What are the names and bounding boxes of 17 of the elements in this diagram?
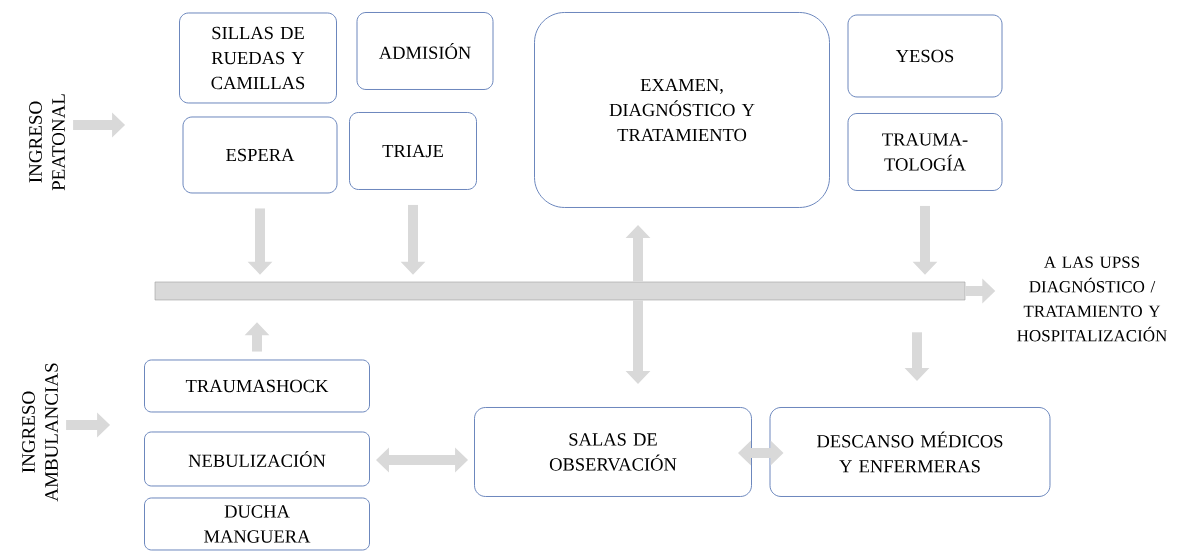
corridor-bar — [154, 281, 966, 301]
area-box: DESCANSO MÉDICOS Y ENFERMERAS — [769, 407, 1051, 497]
destination-label: A LAS UPSS DIAGNÓSTICO / TRATAMIENTO Y HOSPITALIZACIÓN — [1017, 256, 1167, 342]
area-box: NEBULIZACIÓN — [144, 431, 370, 487]
area-box: EXAMEN, DIAGNÓSTICO Y TRATAMIENTO — [534, 12, 830, 208]
area-box: TRAUMASHOCK — [144, 359, 370, 413]
side-label: INGRESO PEATONAL — [29, 94, 65, 191]
area-box: SALAS DE OBSERVACIÓN — [474, 407, 752, 497]
area-box: TRAUMA-TOLOGÍA — [847, 113, 1003, 191]
area-box: DUCHA MANGUERA — [144, 497, 370, 551]
side-label: INGRESO AMBULANCIAS — [22, 363, 58, 502]
block-arrow — [376, 447, 468, 473]
area-box: ESPERA — [182, 116, 338, 194]
area-box: TRIAJE — [349, 112, 477, 190]
area-box: YESOS — [847, 14, 1003, 98]
area-box: SILLAS DE RUEDAS Y CAMILLAS — [179, 12, 337, 104]
area-box: ADMISIÓN — [356, 12, 494, 90]
